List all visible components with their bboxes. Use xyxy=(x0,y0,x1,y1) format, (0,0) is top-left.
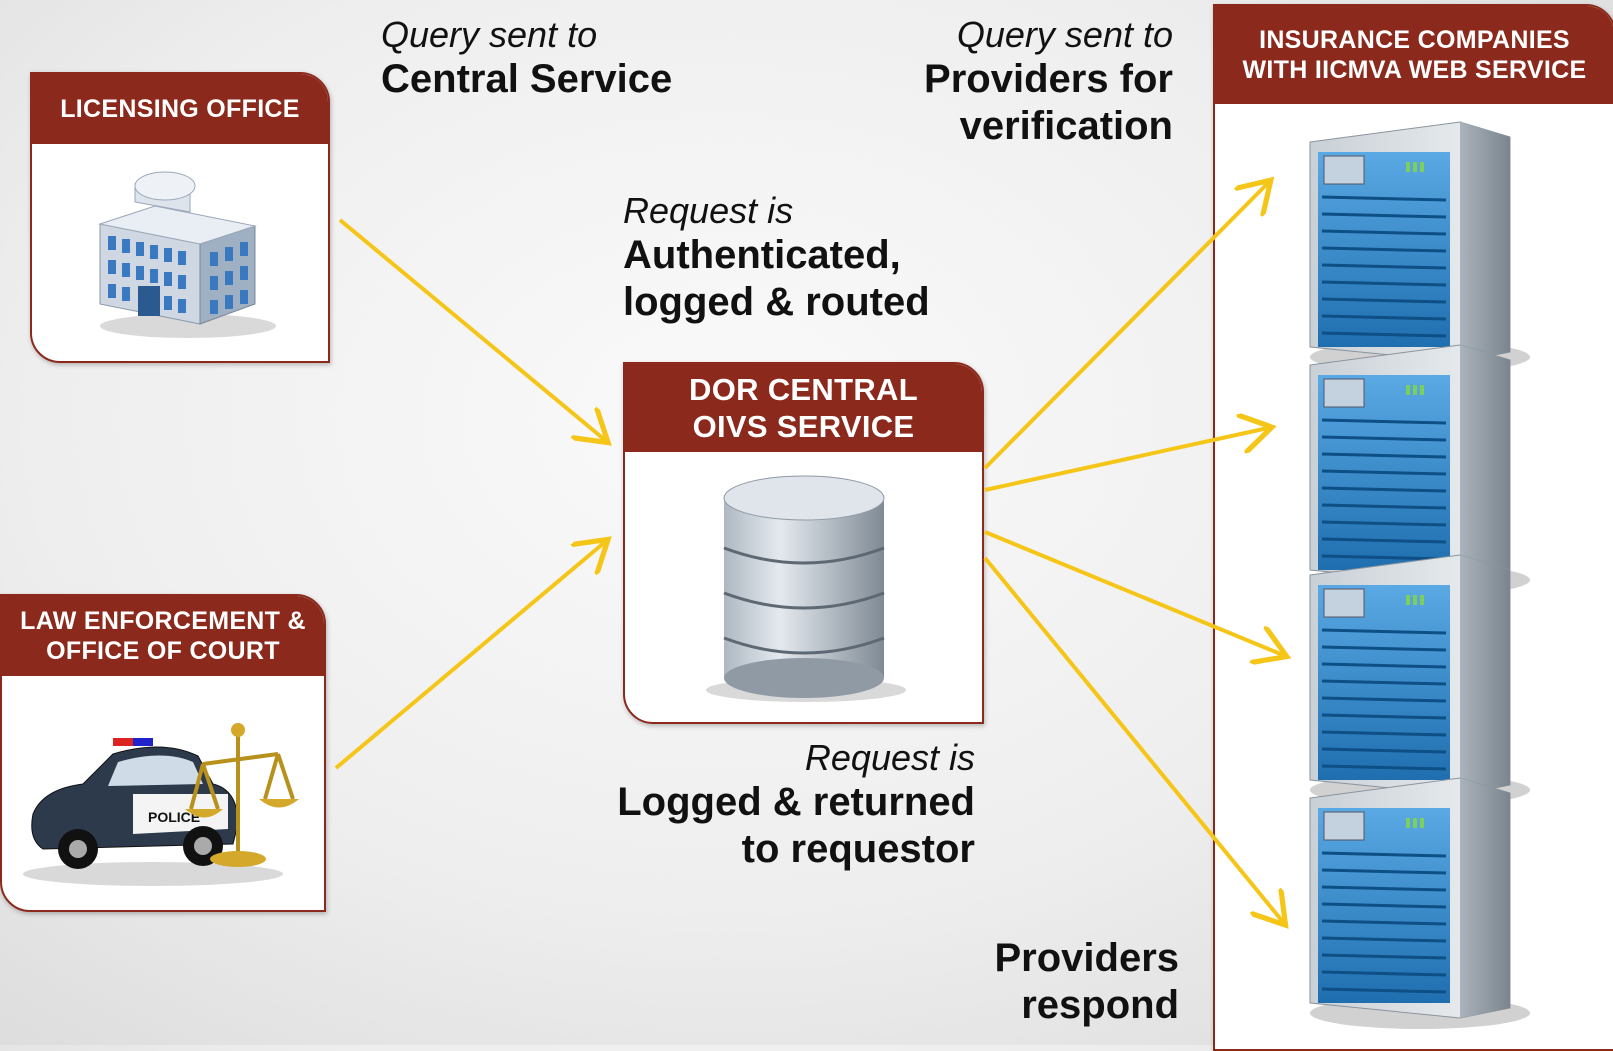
dor-central-header: DOR CENTRAL OIVS SERVICE xyxy=(625,364,982,452)
arrow-central-to-server-1 xyxy=(983,183,1268,470)
office-building-icon xyxy=(32,146,328,361)
caption-query-to-central-italic: Query sent to xyxy=(381,14,598,55)
law-enforcement-box: LAW ENFORCEMENT & OFFICE OF COURT POLICE xyxy=(0,594,326,912)
caption-request-authenticated-italic: Request is xyxy=(623,190,794,231)
insurance-companies-title-line1: INSURANCE COMPANIES xyxy=(1259,26,1570,54)
caption-query-to-providers-bold-2: verification xyxy=(959,103,1173,148)
caption-providers-respond-bold-1: Providers xyxy=(994,936,1179,980)
licensing-office-box: LICENSING OFFICE xyxy=(30,72,330,363)
caption-request-returned: Request is Logged & returned to requesto… xyxy=(617,737,975,873)
dor-central-box: DOR CENTRAL OIVS SERVICE xyxy=(623,362,984,724)
police-car-and-scales-icon: POLICE xyxy=(2,678,324,910)
insurance-companies-title-line2: WITH IICMVA WEB SERVICE xyxy=(1242,56,1587,84)
licensing-office-header: LICENSING OFFICE xyxy=(32,74,328,144)
svg-text:POLICE: POLICE xyxy=(148,809,200,825)
arrow-central-to-server-4 xyxy=(983,556,1283,922)
insurance-companies-header: INSURANCE COMPANIES WITH IICMVA WEB SERV… xyxy=(1215,6,1613,104)
dor-central-title-line2: OIVS SERVICE xyxy=(692,409,915,444)
caption-request-returned-italic: Request is xyxy=(804,737,975,778)
caption-providers-respond: Providers respond xyxy=(994,935,1179,1029)
law-enforcement-title-line2: OFFICE OF COURT xyxy=(46,637,280,665)
arrow-licensing-to-central xyxy=(338,218,605,440)
caption-query-to-central: Query sent to Central Service xyxy=(381,14,672,103)
law-enforcement-title-line1: LAW ENFORCEMENT & xyxy=(20,607,306,635)
caption-query-to-central-bold: Central Service xyxy=(381,57,673,102)
dor-central-title-line1: DOR CENTRAL xyxy=(689,371,918,407)
licensing-office-title: LICENSING OFFICE xyxy=(60,95,300,123)
caption-providers-respond-bold-2: respond xyxy=(1021,982,1179,1027)
caption-request-authenticated: Request is Authenticated, logged & route… xyxy=(623,190,930,326)
caption-query-to-providers-bold-1: Providers for xyxy=(924,57,1173,102)
caption-request-returned-bold-1: Logged & returned xyxy=(617,780,975,825)
law-enforcement-header: LAW ENFORCEMENT & OFFICE OF COURT xyxy=(2,596,324,676)
database-icon xyxy=(625,454,982,722)
caption-query-to-providers: Query sent to Providers for verification xyxy=(924,14,1173,150)
caption-request-authenticated-bold-2: logged & routed xyxy=(623,279,930,324)
arrow-central-to-server-3 xyxy=(984,530,1283,655)
arrow-central-to-server-2 xyxy=(984,428,1268,492)
caption-request-authenticated-bold-1: Authenticated, xyxy=(623,233,901,278)
caption-request-returned-bold-2: to requestor xyxy=(741,826,975,871)
caption-query-to-providers-italic: Query sent to xyxy=(956,14,1173,55)
arrow-law-to-central xyxy=(334,542,605,770)
